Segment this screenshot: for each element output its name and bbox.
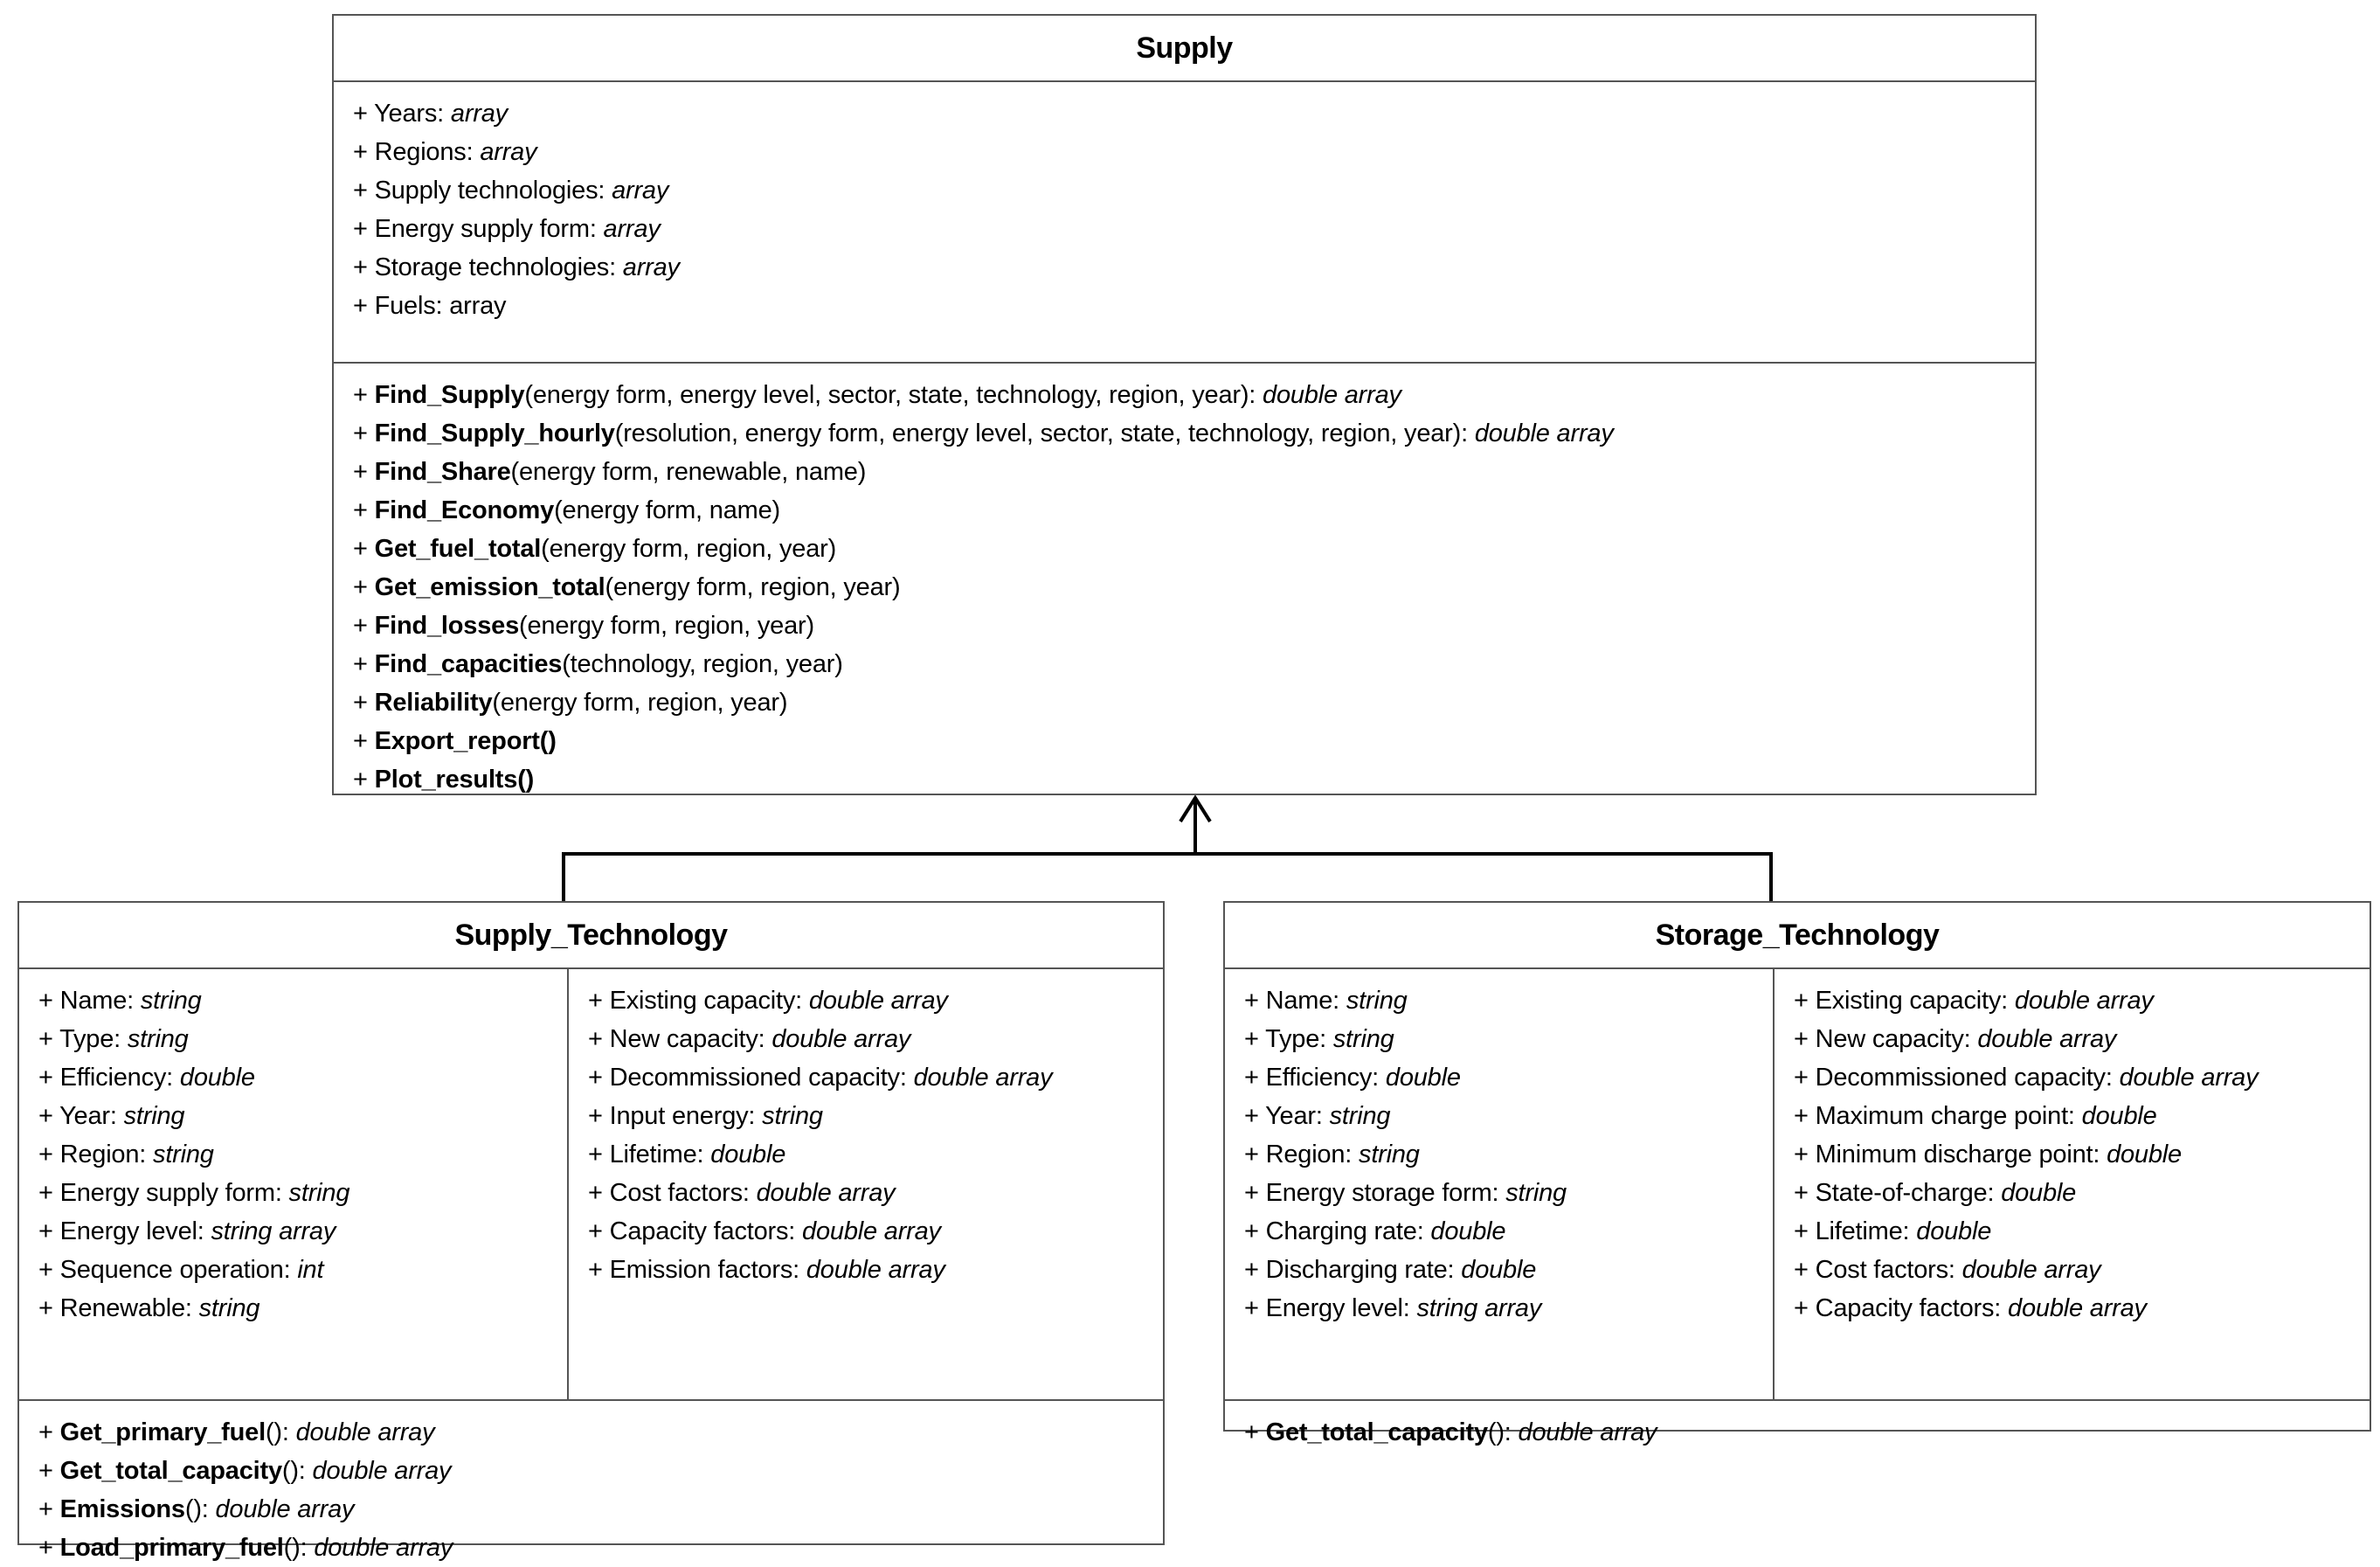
attribute: + Renewable: string [38, 1294, 260, 1322]
attribute: + Name: string [38, 987, 202, 1015]
attribute: + New capacity: double array [588, 1025, 911, 1053]
attribute: + Energy supply form: string [38, 1179, 350, 1207]
attribute: + Lifetime: double [1794, 1217, 1992, 1245]
storage-technology-attributes-right: + Existing capacity: double array + New … [1773, 969, 2370, 1399]
method: + Reliability(energy form, region, year) [353, 689, 788, 717]
method: + Plot_results() [353, 766, 535, 794]
attribute: + Cost factors: double array [588, 1179, 896, 1207]
attribute: + Existing capacity: double array [588, 987, 948, 1015]
inheritance-arrowhead [1179, 794, 1212, 823]
supply-attributes: + Years: array + Regions: array + Supply… [334, 82, 2035, 364]
supply-technology-attributes: + Name: string + Type: string + Efficien… [19, 969, 1163, 1401]
attribute: + Type: string [1244, 1025, 1394, 1053]
supply-technology-class-title: Supply_Technology [19, 903, 1163, 969]
attribute: + Type: string [38, 1025, 189, 1053]
attribute: + Name: string [1244, 987, 1408, 1015]
supply-class-title: Supply [334, 16, 2035, 82]
attribute: + Regions: array [353, 138, 537, 166]
method: + Emissions(): double array [38, 1495, 355, 1523]
attribute: + Storage technologies: array [353, 253, 680, 281]
attribute: + Region: string [1244, 1141, 1420, 1168]
method: + Find_losses(energy form, region, year) [353, 612, 814, 640]
attribute: + Supply technologies: array [353, 177, 669, 205]
method: + Find_capacities(technology, region, ye… [353, 650, 843, 678]
supply-technology-methods: + Get_primary_fuel(): double array + Get… [19, 1401, 1163, 1567]
supply-technology-attributes-left: + Name: string + Type: string + Efficien… [19, 969, 567, 1399]
storage-technology-attributes: + Name: string + Type: string + Efficien… [1225, 969, 2370, 1401]
attribute: + Maximum charge point: double [1794, 1102, 2157, 1130]
attribute: + Decommissioned capacity: double array [588, 1064, 1053, 1092]
supply-methods: + Find_Supply(energy form, energy level,… [334, 364, 2035, 799]
method: + Get_total_capacity(): double array [38, 1457, 452, 1485]
attribute: + Energy level: string array [38, 1217, 336, 1245]
attribute: + Charging rate: double [1244, 1217, 1506, 1245]
attribute: + State-of-charge: double [1794, 1179, 2077, 1207]
method: + Get_fuel_total(energy form, region, ye… [353, 535, 837, 563]
attribute: + Energy storage form: string [1244, 1179, 1567, 1207]
method: + Find_Share(energy form, renewable, nam… [353, 458, 867, 486]
attribute: + Lifetime: double [588, 1141, 786, 1168]
attribute: + Discharging rate: double [1244, 1256, 1537, 1284]
attribute: + Capacity factors: double array [1794, 1294, 2147, 1322]
attribute: + Input energy: string [588, 1102, 823, 1130]
method: + Get_emission_total(energy form, region… [353, 573, 901, 601]
attribute: + Minimum discharge point: double [1794, 1141, 2182, 1168]
attribute: + Cost factors: double array [1794, 1256, 2101, 1284]
inheritance-line-storage-technology [1195, 852, 1773, 903]
attribute: + Sequence operation: int [38, 1256, 324, 1284]
attribute: + Energy level: string array [1244, 1294, 1542, 1322]
storage-technology-attributes-left: + Name: string + Type: string + Efficien… [1225, 969, 1773, 1399]
method: + Find_Supply(energy form, energy level,… [353, 381, 1401, 409]
storage-technology-class: Storage_Technology + Name: string + Type… [1223, 901, 2371, 1446]
storage-technology-class-title: Storage_Technology [1225, 903, 2370, 969]
method: + Find_Supply_hourly(resolution, energy … [353, 419, 1614, 447]
attribute: + Existing capacity: double array [1794, 987, 2154, 1015]
attribute: + Decommissioned capacity: double array [1794, 1064, 2259, 1092]
attribute: + Years: array [353, 100, 508, 128]
attribute: + Year: string [38, 1102, 185, 1130]
attribute: + Capacity factors: double array [588, 1217, 941, 1245]
attribute: + Emission factors: double array [588, 1256, 945, 1284]
attribute: + Year: string [1244, 1102, 1391, 1130]
inheritance-line-supply-technology [562, 798, 1197, 903]
method: + Export_report() [353, 727, 557, 755]
method: + Load_primary_fuel(): double array [38, 1534, 453, 1562]
method: + Find_Economy(energy form, name) [353, 496, 780, 524]
attribute: + Energy supply form: array [353, 215, 661, 243]
method: + Get_primary_fuel(): double array [38, 1418, 435, 1446]
attribute: + Region: string [38, 1141, 214, 1168]
attribute: + Efficiency: double [1244, 1064, 1461, 1092]
attribute: + Efficiency: double [38, 1064, 255, 1092]
attribute: + Fuels: array [353, 292, 507, 320]
method: + Get_total_capacity(): double array [1244, 1418, 1657, 1446]
attribute: + New capacity: double array [1794, 1025, 2117, 1053]
supply-class: Supply + Years: array + Regions: array +… [332, 14, 2037, 795]
supply-technology-attributes-right: + Existing capacity: double array + New … [567, 969, 1163, 1399]
supply-technology-class: Supply_Technology + Name: string + Type:… [17, 901, 1165, 1562]
storage-technology-methods: + Get_total_capacity(): double array [1225, 1401, 2370, 1452]
